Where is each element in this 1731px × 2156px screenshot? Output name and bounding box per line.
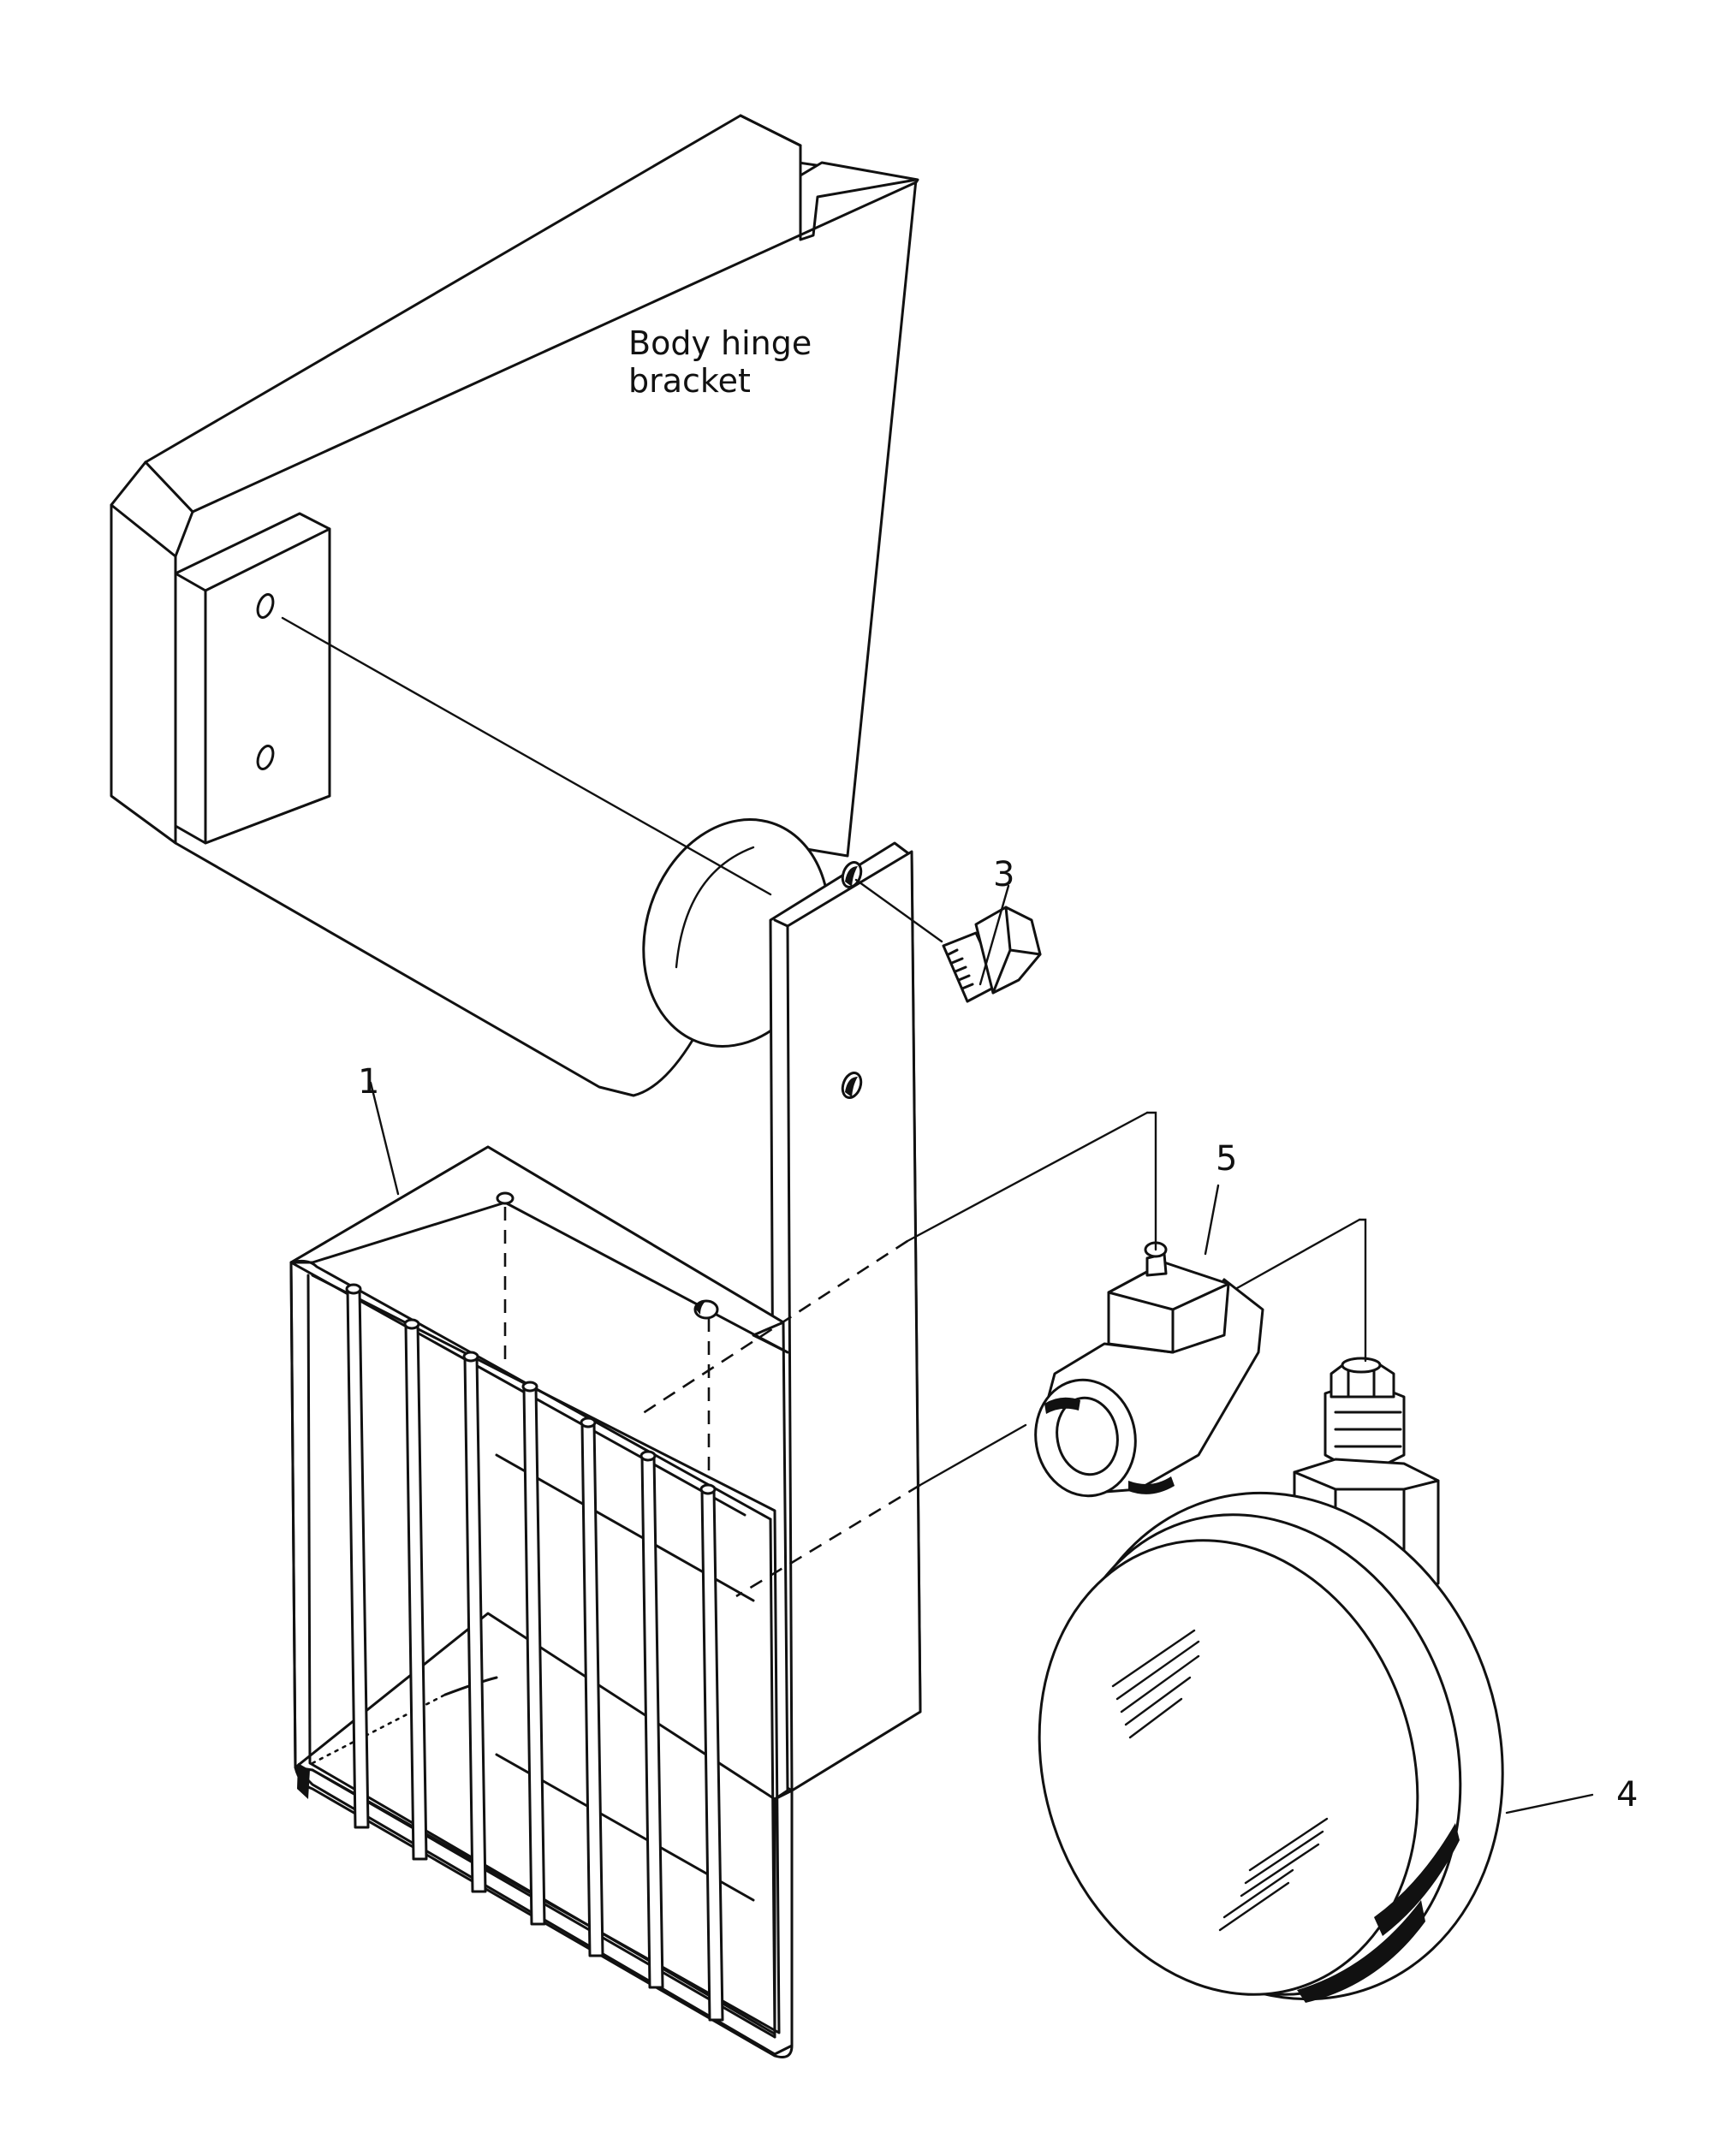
bolt-part-3 <box>942 906 1042 1003</box>
callout-1: 1 <box>358 1062 379 1102</box>
callout-5: 5 <box>1216 1139 1237 1179</box>
socket-part-5 <box>1034 1241 1264 1498</box>
callout-leaders <box>369 884 1594 1814</box>
light-guard-part-1 <box>289 841 922 2058</box>
body-hinge-bracket-label-line1: Body hinge <box>628 324 812 362</box>
assembly-lines <box>281 616 1367 1598</box>
callout-3: 3 <box>993 855 1014 894</box>
body-hinge-bracket <box>110 114 919 1097</box>
callout-4: 4 <box>1616 1775 1638 1814</box>
guard-bars <box>345 1283 724 2022</box>
body-hinge-bracket-label-line2: bracket <box>628 362 751 400</box>
lamp-part-4 <box>1038 1357 1504 2003</box>
